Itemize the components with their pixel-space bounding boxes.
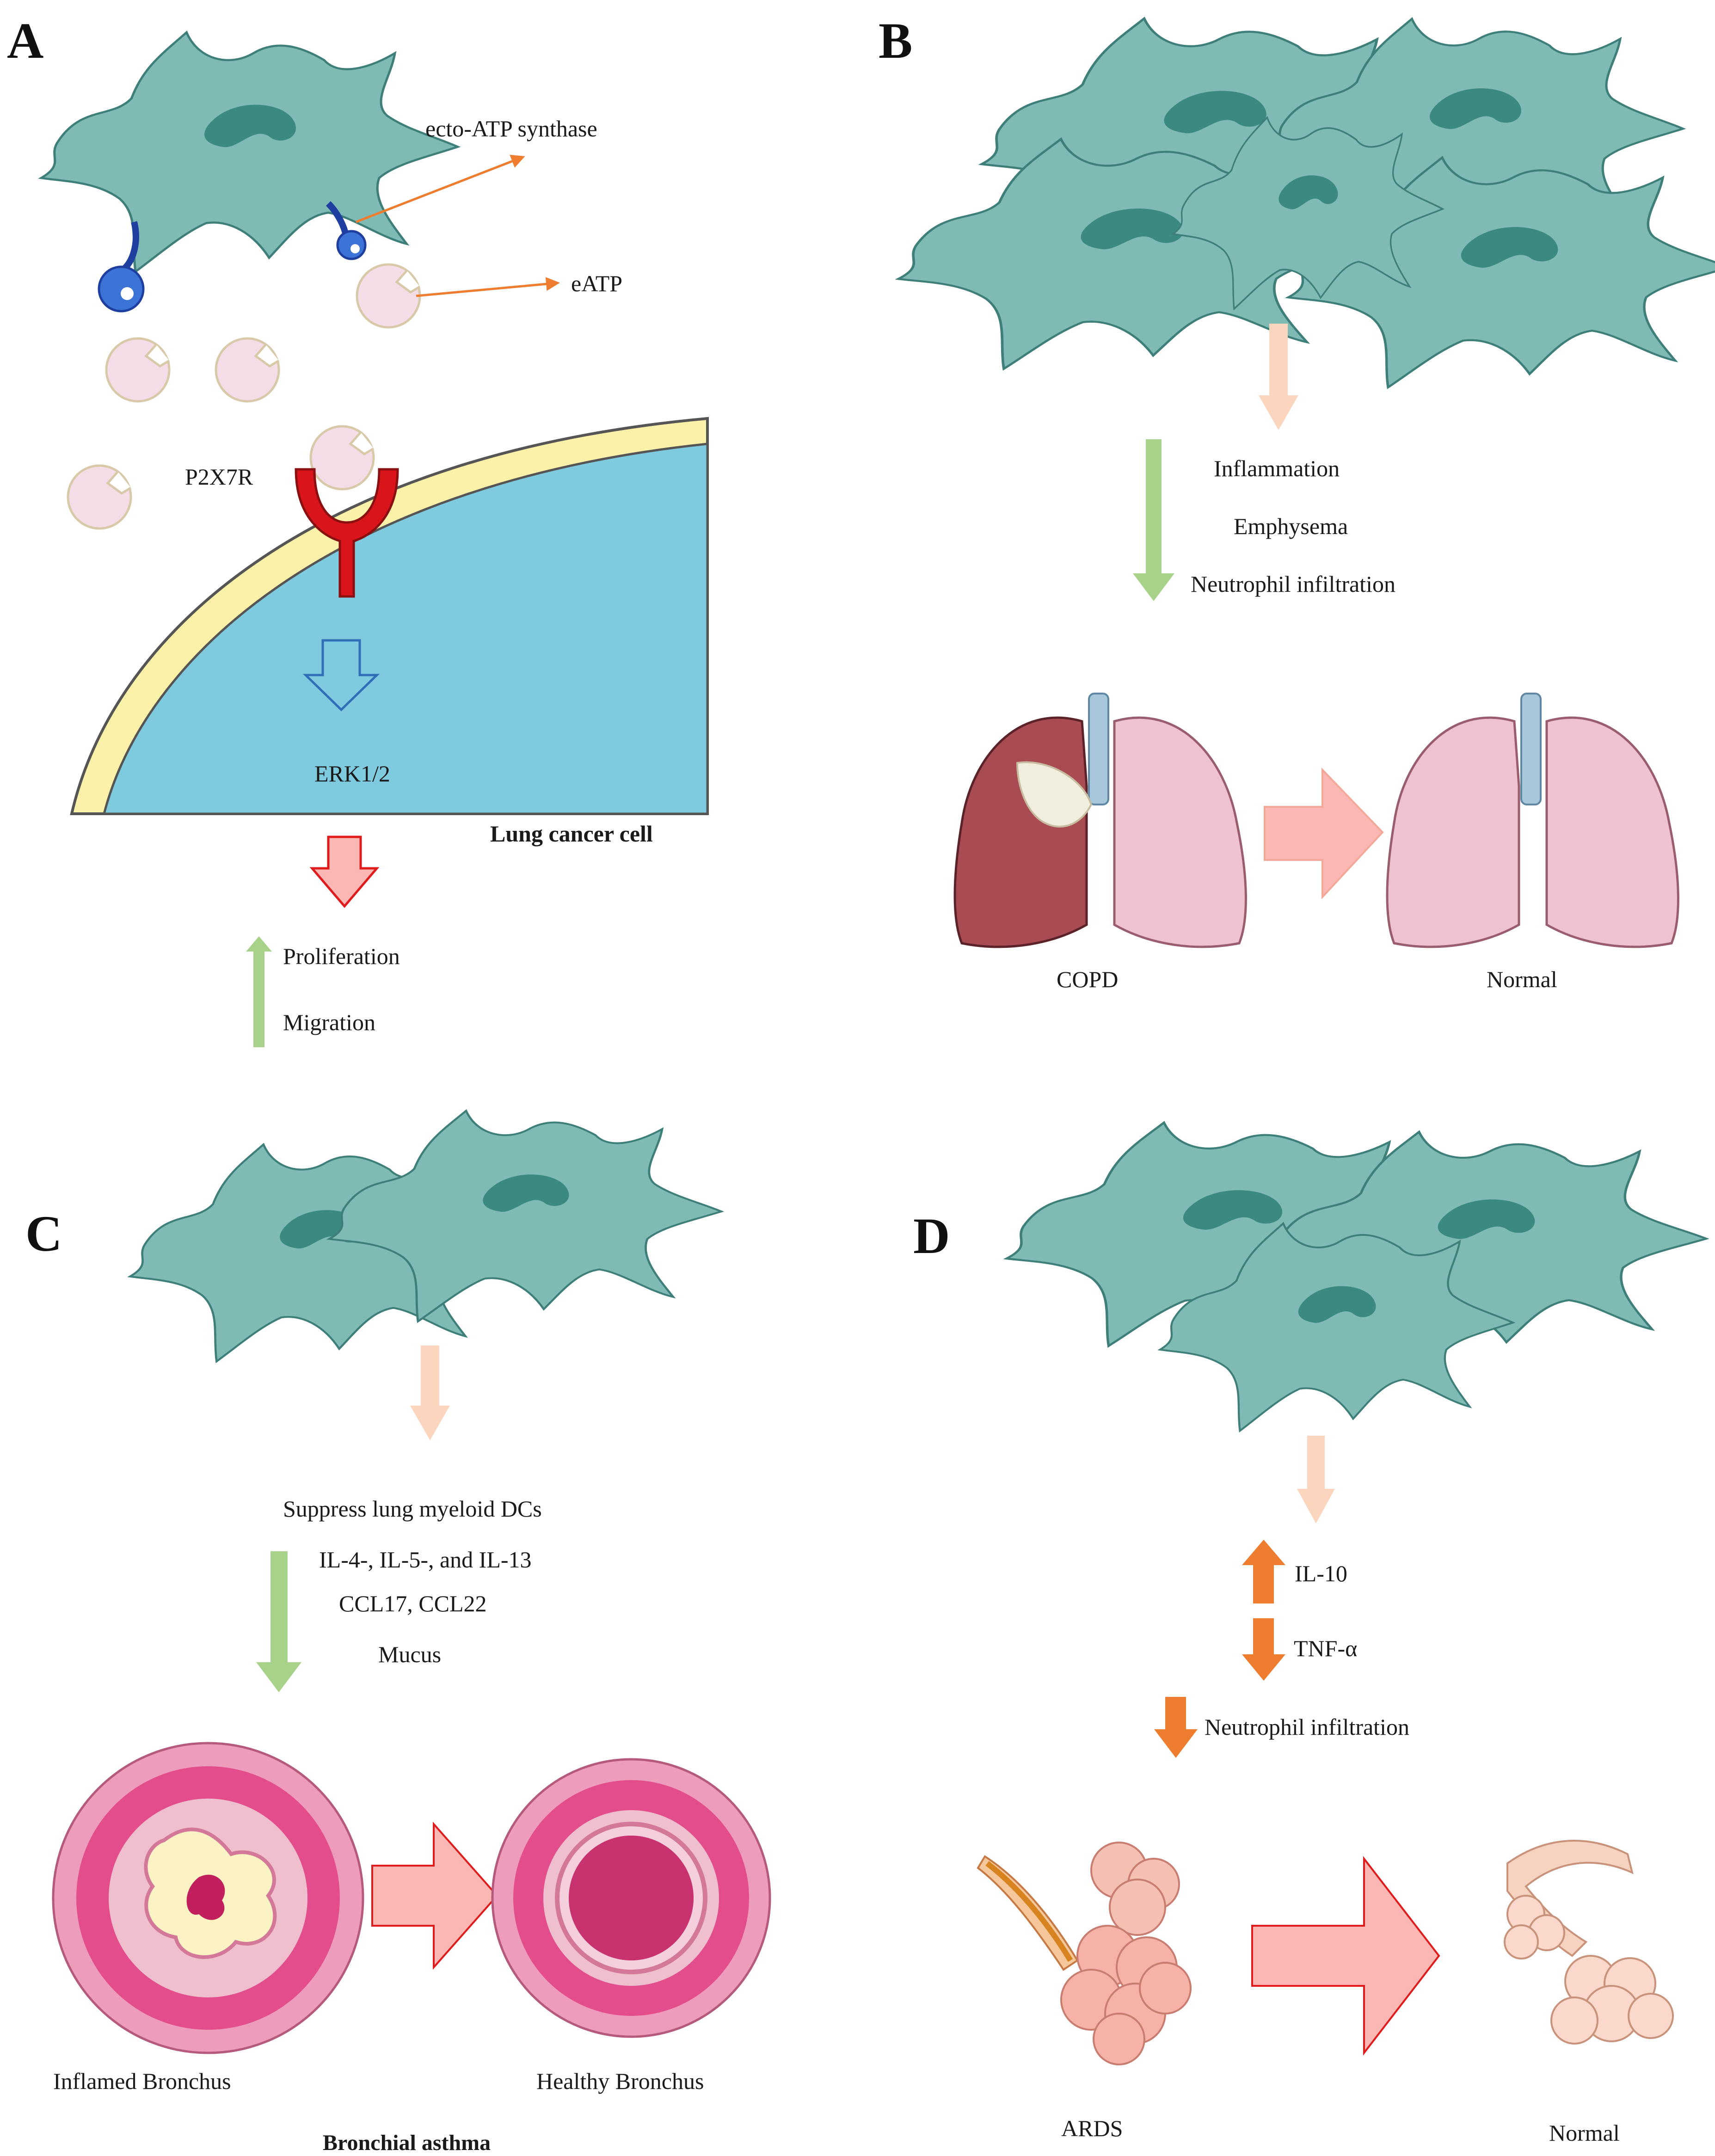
tnf-label: TNF-α bbox=[1294, 1635, 1357, 1661]
p2x7r-label: P2X7R bbox=[185, 464, 253, 490]
panel-a-letter: A bbox=[7, 12, 43, 69]
arrow-icon bbox=[309, 835, 380, 908]
eatp-icon bbox=[357, 264, 420, 327]
bronchial-asthma-label: Bronchial asthma bbox=[323, 2131, 491, 2155]
panel-a: A ecto-ATP synthase eATP P2X7R bbox=[7, 12, 709, 1047]
emphysema-label: Emphysema bbox=[1234, 513, 1348, 539]
alveoli-icon bbox=[977, 1842, 1192, 2065]
arrow-icon bbox=[1297, 1436, 1335, 1523]
lung-cancer-cell-label: Lung cancer cell bbox=[490, 821, 653, 847]
lung-icon bbox=[1386, 693, 1679, 948]
eatp-icon bbox=[311, 426, 374, 489]
arrow-icon bbox=[1154, 1697, 1198, 1758]
cell-icon bbox=[41, 32, 458, 272]
arrow-icon bbox=[356, 154, 525, 223]
mucus-label: Mucus bbox=[378, 1641, 441, 1667]
arrow-icon bbox=[1242, 1618, 1285, 1681]
il10-label: IL-10 bbox=[1295, 1560, 1347, 1586]
lung-icon bbox=[953, 693, 1247, 948]
arrow-icon bbox=[416, 277, 560, 297]
normal-label: Normal bbox=[1549, 2120, 1620, 2146]
alveoli-icon bbox=[1504, 1840, 1674, 2045]
bronchus-icon bbox=[491, 1758, 771, 2038]
ecto-atp-synthase-label: ecto-ATP synthase bbox=[425, 116, 597, 141]
panel-c: C Suppress lung myeloid DCs IL-4-, IL-5-… bbox=[25, 1111, 771, 2155]
ecto-atp-synthase-icon bbox=[98, 221, 145, 313]
healthy-bronchus-label: Healthy Bronchus bbox=[536, 2068, 704, 2094]
copd-label: COPD bbox=[1057, 966, 1118, 992]
ards-label: ARDS bbox=[1061, 2115, 1123, 2141]
arrow-icon bbox=[1251, 1856, 1440, 2056]
eatp-icon bbox=[106, 338, 169, 401]
panel-c-letter: C bbox=[25, 1205, 62, 1262]
cytoplasm bbox=[102, 442, 709, 815]
proliferation-label: Proliferation bbox=[283, 943, 400, 969]
interleukins-label: IL-4-, IL-5-, and IL-13 bbox=[319, 1547, 532, 1572]
erk-label: ERK1/2 bbox=[314, 761, 390, 786]
panel-b-letter: B bbox=[879, 12, 912, 69]
eatp-label: eATP bbox=[571, 270, 622, 296]
arrow-icon bbox=[410, 1345, 450, 1440]
panel-b: B Inflammation Emphysema Neutrophil infi… bbox=[879, 12, 1715, 992]
panel-d: D IL-10 TNF-α Neutrophil infiltration bbox=[913, 1123, 1706, 2146]
migration-label: Migration bbox=[283, 1009, 375, 1035]
inflammation-label: Inflammation bbox=[1214, 455, 1340, 481]
arrow-icon bbox=[371, 1821, 498, 1970]
panel-d-letter: D bbox=[913, 1208, 950, 1264]
p2x7r-receptor-icon bbox=[295, 468, 399, 598]
neutrophil-infiltration-label: Neutrophil infiltration bbox=[1191, 571, 1395, 597]
arrow-icon bbox=[246, 936, 272, 1047]
ecto-atp-synthase-icon bbox=[326, 201, 367, 260]
inflamed-bronchus-label: Inflamed Bronchus bbox=[53, 2068, 231, 2094]
arrow-icon bbox=[302, 639, 380, 712]
eatp-icon bbox=[68, 466, 131, 528]
suppress-dcs-label: Suppress lung myeloid DCs bbox=[283, 1496, 542, 1522]
normal-label: Normal bbox=[1487, 966, 1557, 992]
arrow-icon bbox=[1133, 439, 1174, 601]
arrow-icon bbox=[256, 1551, 301, 1692]
ccl-label: CCL17, CCL22 bbox=[339, 1591, 486, 1616]
arrow-icon bbox=[1264, 768, 1384, 900]
neutrophil-infiltration-label: Neutrophil infiltration bbox=[1205, 1714, 1409, 1740]
arrow-icon bbox=[1242, 1540, 1285, 1603]
bronchus-icon bbox=[52, 1742, 364, 2054]
eatp-icon bbox=[216, 338, 279, 401]
arrow-icon bbox=[1259, 324, 1298, 430]
